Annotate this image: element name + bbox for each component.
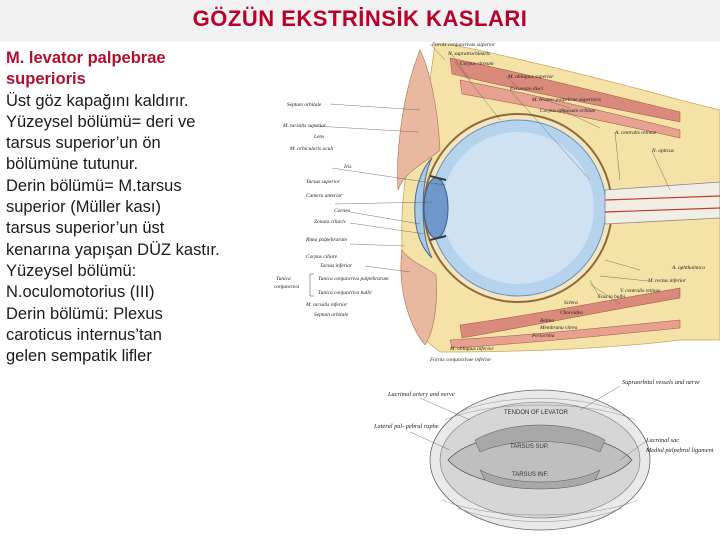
label-tarsus-sup: TARSUS SUP. (510, 444, 549, 450)
label-fornix-conjunctivae-inferior: Fornix conjunctivae inferior (429, 356, 492, 363)
label-rima-palpebrarum: Rima palpebrarum (305, 237, 347, 243)
heading-line: M. levator palpebrae (6, 49, 166, 67)
label-m-tarsalis-superior: M. tarsalis superior (282, 123, 327, 129)
eyelid-tarsus-illustration: TENDON OF LEVATOR TARSUS SUP. TARSUS INF… (373, 379, 714, 531)
body-line: bölümüne tutunur. (6, 155, 139, 174)
label-sclera: Sclera (564, 300, 578, 306)
label-retina: Retina (539, 318, 554, 324)
label-a-centralis-retinae: A. centralis retinae (614, 130, 657, 136)
label-excavatio-disci: Excavatio disci (509, 86, 544, 92)
body-line: N.oculomotorius (III) (6, 283, 155, 302)
body-line: kenarına yapışan DÜZ kastır. (6, 240, 220, 259)
label-camera-anterior: Camera anterior (306, 193, 343, 199)
label-periorbita: Periorbita (531, 333, 555, 339)
label-lateral-palpebral-raphe: Lateral pal- pebral raphe (373, 423, 439, 430)
anatomy-figure: Fornix conjunctivae superior N. supratro… (270, 40, 720, 540)
label-corpus-vitreum: Corpus vitreum (460, 61, 494, 67)
label-lacrimal-sac: Lacrimal sac (645, 437, 679, 444)
label-conjunctiva: conjunctiva (274, 284, 299, 290)
label-a-ophthalmica: A. ophthalmica (671, 265, 705, 271)
label-fascia-bulbi: Fascia bulbi (597, 294, 626, 300)
heading-line: superioris (6, 70, 86, 89)
label-cornea: Cornea (334, 208, 350, 214)
label-supraorbital-vessels-and-nerve: Supraorbital vessels and nerve (622, 379, 700, 386)
label-membrana-vitrea: Membrana vitrea (539, 325, 578, 331)
body-line: Yüzeysel bölümü= deri ve (6, 112, 196, 131)
label-lens: Lens (313, 134, 324, 140)
text-block: M. levator palpebrae superioris Üst göz … (6, 48, 268, 367)
label-septum-orbitale: Septum orbitale (287, 102, 322, 108)
label-v-centralis-retinae: V. centralis retinae (620, 288, 661, 294)
label-n-opticus: N. opticus (651, 148, 674, 154)
label-tunica-conjunctiva-palpebrarum: Tunica conjunctiva palpebrarum (318, 276, 389, 282)
label-fornix-conjunctivae-superior: Fornix conjunctivae superior (431, 42, 496, 48)
label-septum-orbitale-inferior: Septum orbitale (314, 312, 349, 318)
label-tarsus-inf: TARSUS INF. (512, 472, 549, 478)
title-bar: GÖZÜN EKSTRİNSİK KASLARI (0, 0, 720, 42)
label-m-rectus-inferior: M. rectus inferior (647, 277, 687, 284)
label-tendon-of-levator: TENDON OF LEVATOR (504, 410, 569, 416)
body-line: caroticus internus’tan (6, 325, 162, 344)
eye-sagittal-section-illustration: Fornix conjunctivae superior N. supratro… (274, 42, 720, 363)
label-corpus-ciliare: Corpus ciliare (306, 254, 338, 260)
label-m-obliquus-superior: M. obliquus superior (507, 74, 554, 80)
body-line: Derin bölümü= M.tarsus (6, 176, 182, 195)
label-m-orbicularis-oculi: M. orbicularis oculi (289, 146, 334, 152)
label-tunica: Tunica (276, 276, 291, 282)
label-n-supratrochlearis: N. supratrochlearis (447, 51, 490, 57)
body-line: Yüzeysel bölümü: (6, 261, 137, 280)
label-m-obliquus-inferior: M. obliquus inferior (449, 345, 494, 352)
label-tunica-conjunctiva-bulbi: Tunica conjunctiva bulbi (318, 290, 372, 296)
label-m-levator-palpebrae-superioris: M. levator palpebrae superioris (531, 97, 601, 103)
body-line: gelen sempatik lifler (6, 347, 152, 366)
label-tarsus-inferior: Tarsus inferior (320, 262, 353, 269)
label-lacrimal-artery-and-nerve: Lacrimal artery and nerve (387, 391, 455, 398)
body-line: tarsus superior’un ön (6, 134, 161, 153)
body-line: superior (Müller kası) (6, 198, 161, 217)
label-choroidea: Choroidea (560, 310, 583, 316)
body-line: Derin bölümü: Plexus (6, 304, 163, 323)
label-iris: Iris (343, 164, 352, 170)
label-corpus-adiposum-orbitae: Corpus adiposum orbitae (540, 108, 596, 114)
label-m-tarsalis-inferior: M. tarsalis inferior (305, 301, 348, 308)
slide-title: GÖZÜN EKSTRİNSİK KASLARI (192, 6, 528, 31)
body-line: Üst göz kapağını kaldırır. (6, 91, 189, 110)
label-zonula-ciliaris: Zonula ciliaris (314, 219, 346, 225)
label-tarsus-superior: Tarsus superior (306, 179, 341, 185)
label-medial-palpebral-ligament: Medial palpebral ligament (645, 447, 714, 454)
body-line: tarsus superior’un üst (6, 219, 165, 238)
